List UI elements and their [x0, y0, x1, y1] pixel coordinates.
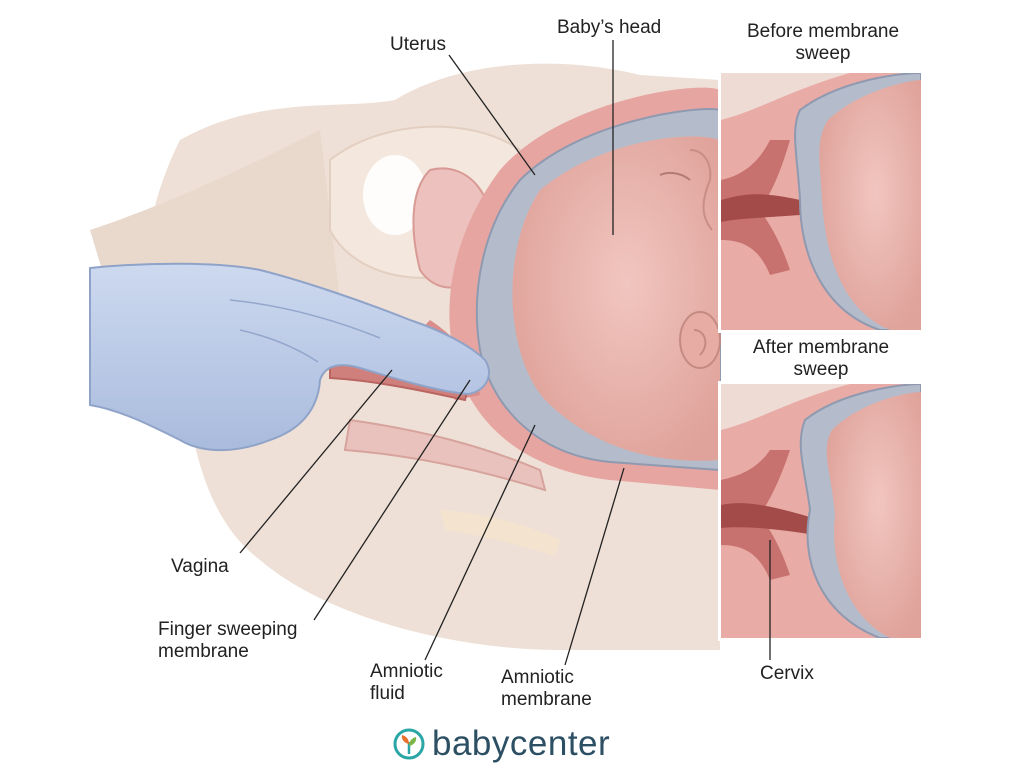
label-amniotic-fluid: Amniotic fluid — [370, 661, 443, 705]
label-after-line1: After membrane — [752, 337, 890, 358]
label-before-line1: Before membrane — [746, 21, 900, 42]
label-finger-sweeping: Finger sweeping membrane — [158, 619, 297, 663]
leader-fluid — [424, 424, 536, 661]
label-after-line2: sweep — [793, 359, 849, 380]
leader-uterus — [448, 54, 536, 176]
label-amniotic-membrane: Amniotic membrane — [501, 667, 592, 711]
baby-head — [512, 136, 720, 461]
gloved-hand — [89, 262, 490, 452]
pubic-bone — [363, 155, 427, 235]
rectum — [343, 418, 547, 492]
babycenter-logo: babycenter — [392, 724, 610, 764]
label-before-sweep: Before membrane sweep — [728, 21, 918, 65]
label-vagina: Vagina — [171, 556, 229, 577]
logo-wordmark: babycenter — [432, 724, 611, 763]
inset-before — [721, 73, 921, 330]
label-fluid-line2: fluid — [370, 683, 405, 704]
label-cervix: Cervix — [760, 663, 814, 684]
label-babys-head: Baby’s head — [557, 17, 662, 38]
label-uterus: Uterus — [390, 34, 446, 55]
leader-lines — [239, 40, 771, 666]
label-after-sweep: After membrane sweep — [726, 337, 916, 381]
baby-sprout-icon — [393, 728, 425, 760]
sacrum — [440, 510, 560, 556]
label-membrane-line2: membrane — [501, 689, 592, 710]
inset-after — [721, 384, 921, 638]
label-membrane-line1: Amniotic — [501, 667, 574, 688]
label-finger-line2: membrane — [158, 641, 249, 662]
baby-face — [689, 149, 713, 231]
label-finger-line1: Finger sweeping — [158, 619, 298, 640]
leader-membrane — [564, 467, 625, 666]
leader-finger — [313, 379, 471, 621]
baby-ear — [679, 311, 721, 369]
label-before-line2: sweep — [795, 43, 851, 64]
label-fluid-line1: Amniotic — [370, 661, 443, 682]
leader-vagina — [239, 369, 393, 554]
